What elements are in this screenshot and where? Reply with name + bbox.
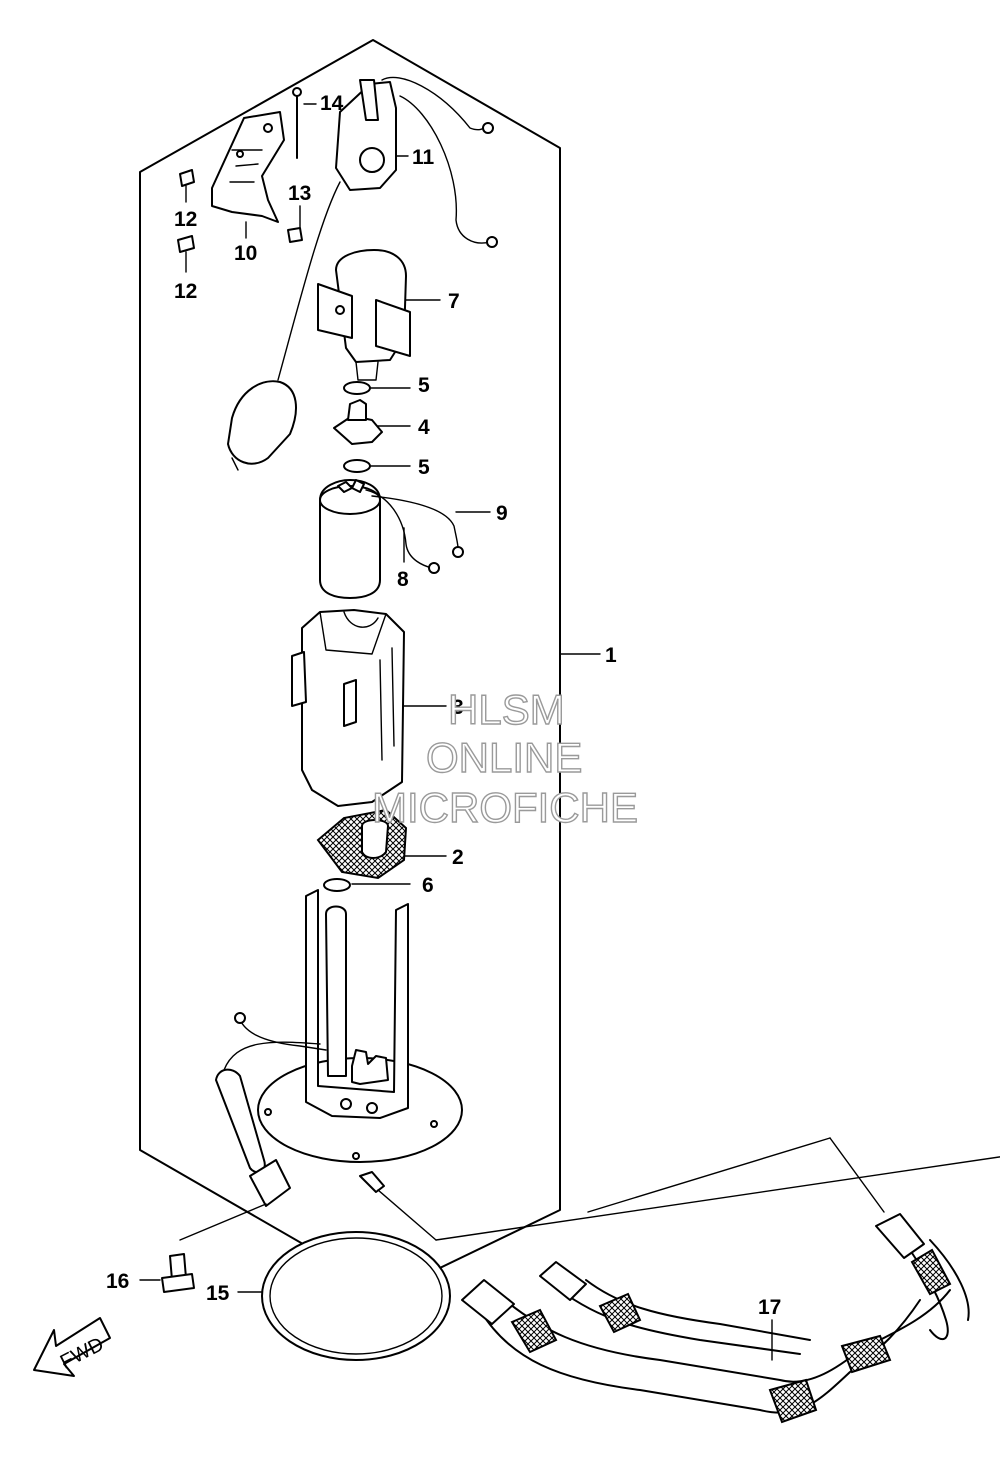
leader-lines bbox=[139, 103, 773, 1361]
callout-1: 1 bbox=[605, 644, 617, 667]
fwd-arrow-icon: FWD bbox=[33, 1317, 111, 1377]
callout-12-upper: 12 bbox=[174, 208, 197, 231]
part-4-regulator[interactable] bbox=[333, 399, 383, 445]
part-16-bolt[interactable] bbox=[161, 1253, 195, 1293]
part-11-level-sender[interactable] bbox=[227, 76, 498, 471]
watermark-line-1: HLSM bbox=[448, 686, 565, 733]
pump-flange-plate bbox=[257, 889, 463, 1193]
callout-7: 7 bbox=[448, 290, 460, 313]
watermark: HLSM ONLINE MICROFICHE bbox=[371, 685, 638, 831]
callout-12-lower: 12 bbox=[174, 280, 197, 303]
part-8-fuel-pump[interactable] bbox=[319, 479, 440, 599]
callout-11: 11 bbox=[412, 146, 435, 169]
connection-lines bbox=[179, 1137, 1000, 1241]
part-17-fuel-hose[interactable] bbox=[461, 1213, 970, 1424]
part-12-bolt-lower[interactable] bbox=[177, 235, 195, 253]
part-6-oring[interactable] bbox=[323, 878, 351, 892]
callout-15: 15 bbox=[206, 1282, 230, 1305]
part-13-screw[interactable] bbox=[287, 227, 303, 243]
callout-13: 13 bbox=[288, 182, 311, 205]
part-9-lead-wire[interactable] bbox=[371, 495, 464, 558]
callout-2: 2 bbox=[452, 846, 464, 869]
part-15-gasket[interactable] bbox=[261, 1231, 451, 1361]
pump-harness-connector[interactable] bbox=[215, 1012, 327, 1207]
callout-5-upper: 5 bbox=[418, 374, 430, 397]
assembly-outline bbox=[139, 39, 561, 1294]
callout-10: 10 bbox=[234, 242, 257, 265]
part-7-housing[interactable] bbox=[317, 249, 411, 381]
callout-17: 17 bbox=[758, 1296, 781, 1319]
callout-3: 3 bbox=[452, 696, 464, 719]
part-5-oring-lower[interactable] bbox=[343, 459, 371, 473]
callout-14: 14 bbox=[320, 92, 344, 115]
callout-9: 9 bbox=[496, 502, 508, 525]
callout-6: 6 bbox=[422, 874, 434, 897]
part-3-pump-case[interactable] bbox=[291, 609, 405, 807]
part-12-bolt-upper[interactable] bbox=[179, 169, 195, 187]
watermark-line-2: ONLINE bbox=[426, 734, 582, 781]
callout-16: 16 bbox=[106, 1270, 129, 1293]
callout-8: 8 bbox=[397, 568, 409, 591]
part-5-oring-upper[interactable] bbox=[343, 381, 371, 395]
callout-5-lower: 5 bbox=[418, 456, 430, 479]
watermark-line-3: MICROFICHE bbox=[372, 784, 638, 831]
callout-4: 4 bbox=[418, 416, 430, 439]
part-14-pin[interactable] bbox=[292, 87, 302, 159]
part-10-bracket[interactable] bbox=[211, 111, 285, 223]
part-2-filter[interactable] bbox=[316, 808, 408, 880]
